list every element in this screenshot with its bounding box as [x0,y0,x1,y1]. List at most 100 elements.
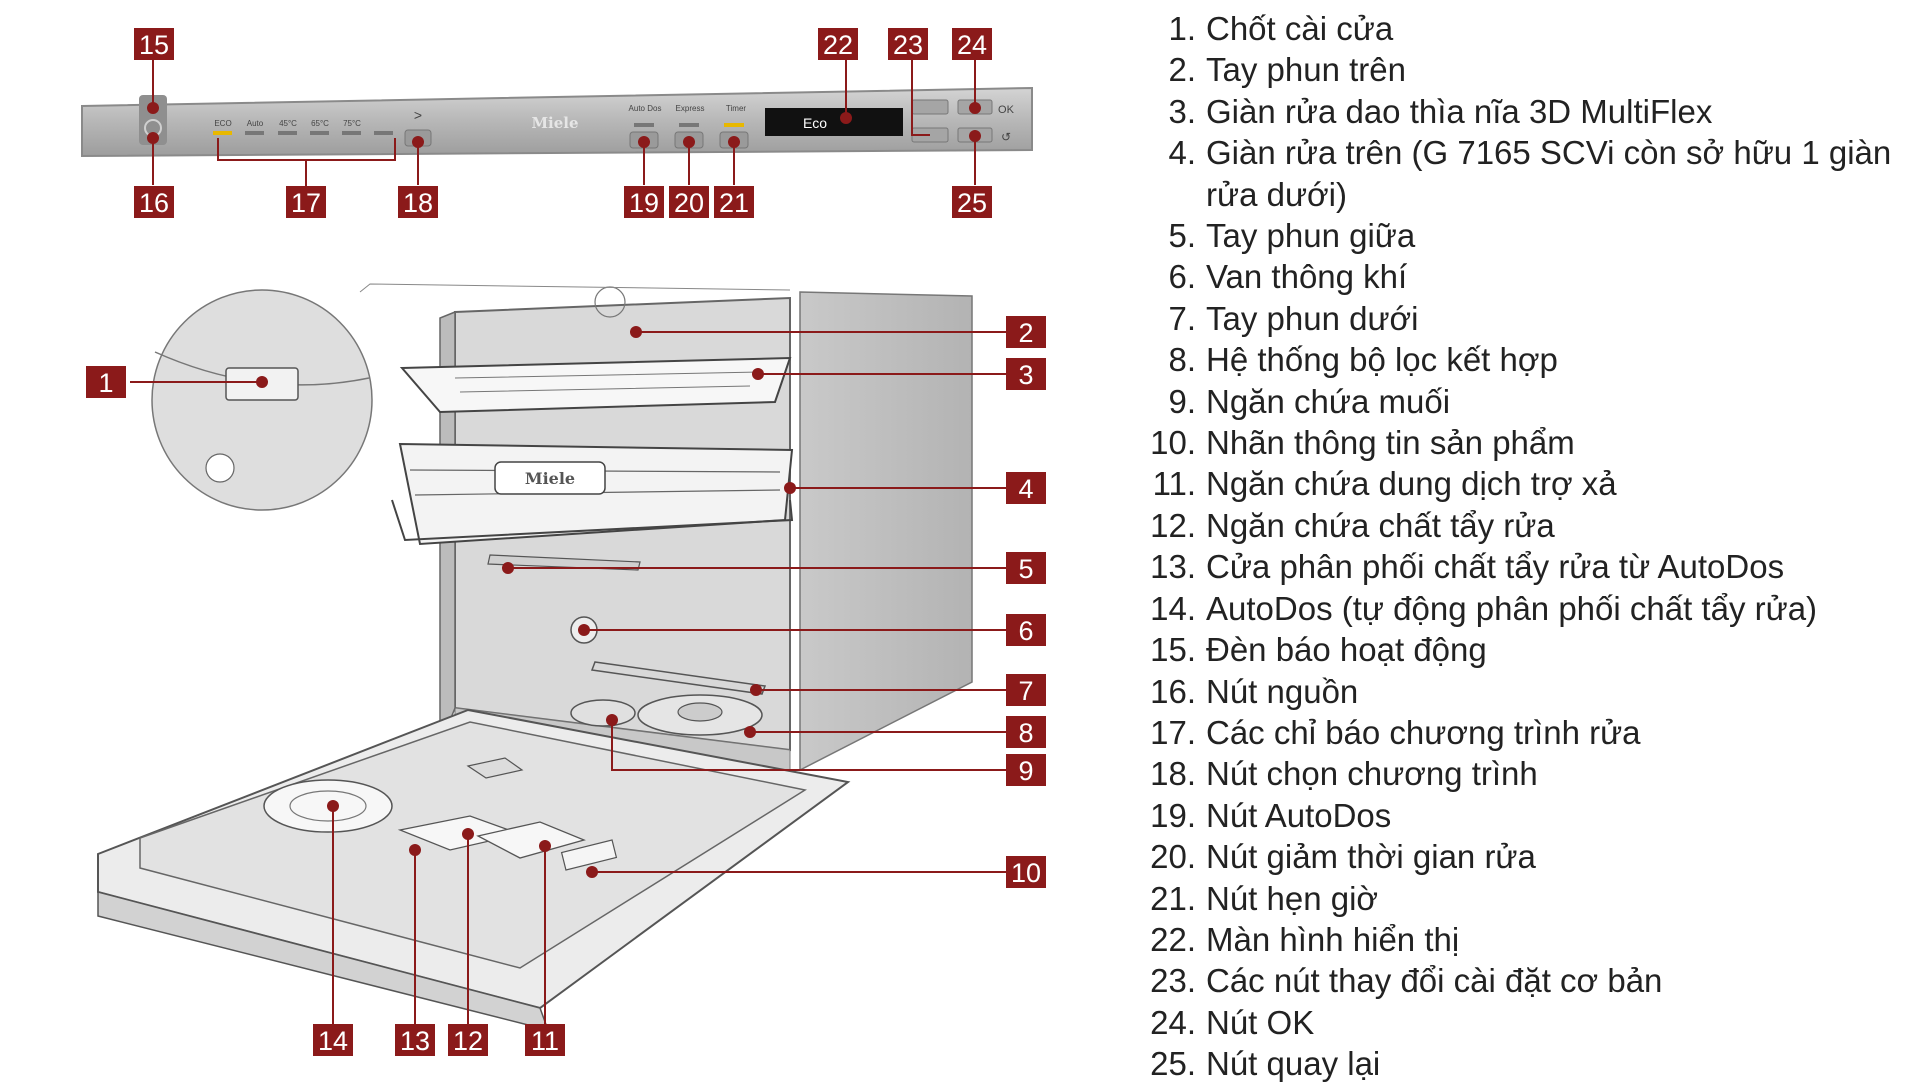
lower-spray-arm [590,661,767,695]
legend-number: 5. [1168,217,1196,255]
badge-24: 24 [952,28,992,60]
svg-text:18: 18 [403,188,433,218]
parts-legend: 1.Chốt cài cửa 2.Tay phun trên 3.Giàn rử… [1128,8,1908,1085]
legend-text: Tay phun giữa [1206,217,1416,255]
legend-number: 24. [1150,1003,1196,1041]
legend-number: 22. [1150,920,1196,958]
legend-text: Chốt cài cửa [1206,10,1394,47]
settings-button-up [911,99,949,115]
control-panel: ECO Auto 45°C 65°C 75°C > Miele Auto Dos… [81,86,1033,158]
legend-text: Cửa phân phối chất tẩy rửa từ AutoDos [1206,548,1785,586]
callout-badges: 15 16 17 18 19 20 21 22 23 24 25 1 2 3 4… [86,28,1046,1056]
legend-item-3: 3.Giàn rửa dao thìa nĩa 3D MultiFlex [1128,91,1908,132]
legend-number: 25. [1150,1045,1196,1083]
legend-item-14: 14.AutoDos (tự động phân phối chất tẩy r… [1128,588,1908,629]
legend-text: Hệ thống bộ lọc kết hợp [1206,341,1558,379]
function-label-timer: Timer [726,104,746,113]
svg-text:23: 23 [893,30,923,60]
svg-text:19: 19 [629,188,659,218]
program-label-eco: ECO [214,119,231,128]
legend-number: 7. [1168,299,1196,337]
legend-text: Nút giảm thời gian rửa [1206,838,1536,876]
legend-text: Nhãn thông tin sản phẩm [1206,424,1575,462]
middle-spray-arm [487,554,641,571]
svg-text:13: 13 [400,1026,430,1056]
legend-text: Tay phun dưới [1206,299,1419,337]
program-label-auto: Auto [247,119,264,128]
legend-text: Màn hình hiển thị [1206,920,1460,958]
legend-item-15: 15.Đèn báo hoạt động [1128,629,1908,670]
program-indicator-45 [278,131,297,135]
legend-text: Các chỉ báo chương trình rửa [1206,713,1641,751]
legend-number: 1. [1168,10,1196,47]
svg-text:20: 20 [674,188,704,218]
legend-number: 4. [1168,134,1196,172]
svg-text:3: 3 [1018,360,1033,390]
legend-number: 19. [1150,796,1196,834]
legend-text: Đèn báo hoạt động [1206,631,1487,669]
legend-text: Các nút thay đổi cài đặt cơ bản [1206,962,1663,1000]
legend-item-20: 20.Nút giảm thời gian rửa [1128,836,1908,877]
upper-basket: Miele [391,442,794,546]
autodos-indicator [634,123,654,127]
display-text: Eco [803,115,827,131]
svg-text:11: 11 [531,1026,559,1056]
legend-number: 18. [1150,755,1196,793]
legend-item-10: 10. Nhãn thông tin sản phẩm [1128,422,1908,463]
cutlery-tray [399,356,792,414]
svg-text:9: 9 [1018,756,1033,786]
ok-label: OK [998,104,1015,116]
leader-17 [217,138,396,186]
program-indicator-65 [310,131,329,135]
badge-10: 10 [1006,856,1046,888]
badge-6: 6 [1006,614,1046,646]
dishwasher-body: Miele [97,283,973,1032]
program-labels: ECO Auto 45°C 65°C 75°C [214,119,361,128]
legend-item-24: 24.Nút OK [1128,1002,1908,1043]
legend-number: 21. [1150,879,1196,917]
svg-text:8: 8 [1018,718,1033,748]
svg-text:17: 17 [291,188,321,218]
legend-number: 23. [1150,962,1196,1000]
badge-9: 9 [1006,754,1046,786]
next-program-symbol: > [414,107,422,123]
leader-lines [130,60,1006,1024]
legend-text: Nút chọn chương trình [1206,755,1538,793]
legend-item-4: 4. Giàn rửa trên (G 7165 SCVi còn sở hữu … [1128,132,1908,215]
legend-text: Nút nguồn [1206,672,1359,710]
legend-text: Van thông khí [1206,258,1408,296]
badge-17: 17 [286,186,326,218]
legend-item-21: 21. Nút hẹn giờ [1128,878,1908,919]
svg-text:24: 24 [957,30,987,60]
legend-item-23: 23. Các nút thay đổi cài đặt cơ bản [1128,960,1908,1001]
legend-number: 12. [1150,506,1196,544]
program-label-75: 75°C [343,119,361,128]
timer-indicator [724,123,744,127]
panel-brand-logo: Miele [531,114,578,132]
badge-15: 15 [134,28,174,60]
back-icon: ↺ [1001,130,1011,144]
legend-number: 10. [1150,424,1196,462]
legend-number: 16. [1150,672,1196,710]
legend-text: Ngăn chứa dung dịch trợ xả [1206,465,1617,503]
legend-item-18: 18. Nút chọn chương trình [1128,753,1908,794]
badge-23: 23 [888,28,928,60]
legend-text: Giàn rửa trên (G 7165 SCVi còn sở hữu 1 … [1206,134,1892,213]
program-indicator-auto [245,131,264,135]
legend-text: Nút hẹn giờ [1206,879,1379,917]
badge-11: 11 [525,1024,565,1056]
legend-number: 3. [1168,92,1196,130]
legend-item-8: 8.Hệ thống bộ lọc kết hợp [1128,339,1908,380]
legend-item-5: 5. Tay phun giữa [1128,215,1908,256]
legend-text: Tay phun trên [1206,51,1406,89]
display-screen [765,108,903,136]
legend-text: Ngăn chứa muối [1206,382,1451,420]
rinse-aid-compartment [476,821,586,859]
legend-number: 9. [1168,382,1196,420]
legend-number: 6. [1168,258,1196,296]
badge-12: 12 [448,1024,488,1056]
badge-8: 8 [1006,716,1046,748]
badge-14: 14 [313,1024,353,1056]
badge-13: 13 [395,1024,435,1056]
